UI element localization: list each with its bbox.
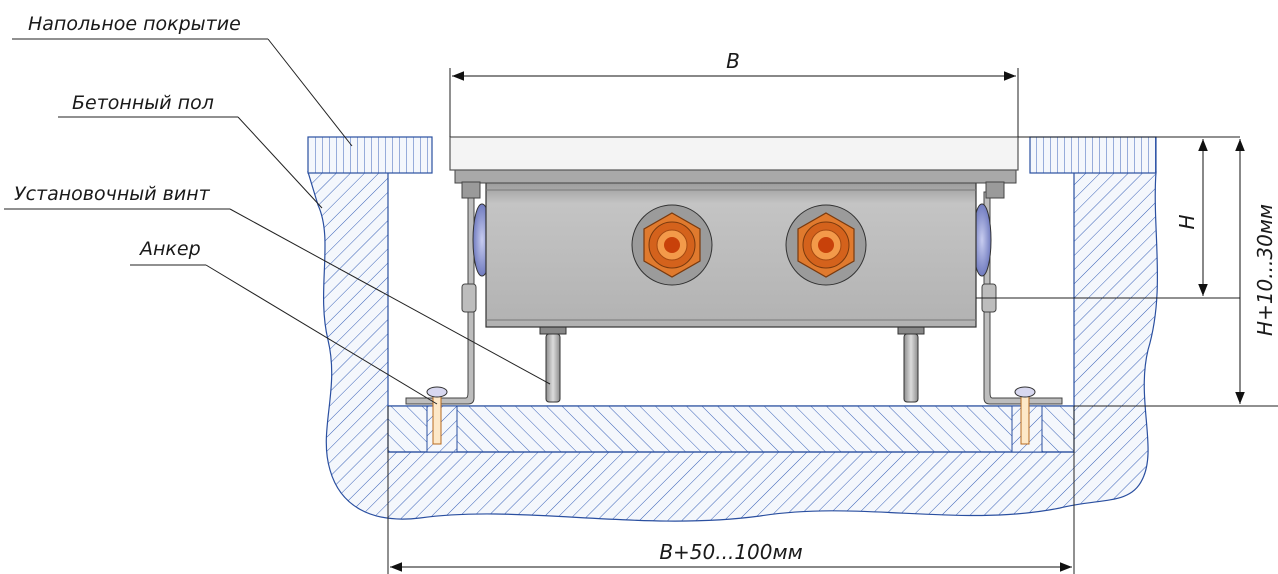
label-floor-covering: Напольное покрытие <box>28 13 241 35</box>
callout-concrete-floor: Бетонный пол <box>58 92 323 209</box>
dimension-h-label: H <box>1175 214 1199 229</box>
callout-floor-covering: Напольное покрытие <box>12 13 353 147</box>
dimension-niche-width: B+50...100мм <box>387 406 1075 574</box>
callout-anchor: Анкер <box>130 238 438 405</box>
screed-layer <box>387 405 1075 453</box>
anchor-left <box>426 386 458 453</box>
adjust-screw-right <box>897 325 925 403</box>
label-concrete-floor: Бетонный пол <box>72 92 214 114</box>
floor-covering <box>307 136 1157 174</box>
pipe-connection-right <box>785 204 867 286</box>
dimension-b-label: B <box>726 49 740 73</box>
callout-adjust-screw: Установочный винт <box>4 183 551 385</box>
label-adjust-screw: Установочный винт <box>14 183 211 205</box>
dimension-h-total-label: H+10...30мм <box>1253 204 1277 336</box>
adjust-screw-left <box>539 325 567 403</box>
grille <box>449 136 1019 199</box>
bracket-bolt-left <box>461 283 477 313</box>
dimension-b: B <box>449 49 1019 137</box>
bracket-left <box>405 191 492 405</box>
anchor-right <box>1011 386 1043 453</box>
pipe-connection-left <box>631 204 713 286</box>
dimension-h-total: H+10...30мм <box>1074 139 1278 407</box>
dimension-h: H <box>976 136 1240 299</box>
convector-body <box>485 181 977 328</box>
label-anchor: Анкер <box>138 238 201 260</box>
dimension-niche-width-label: B+50...100мм <box>659 540 802 564</box>
